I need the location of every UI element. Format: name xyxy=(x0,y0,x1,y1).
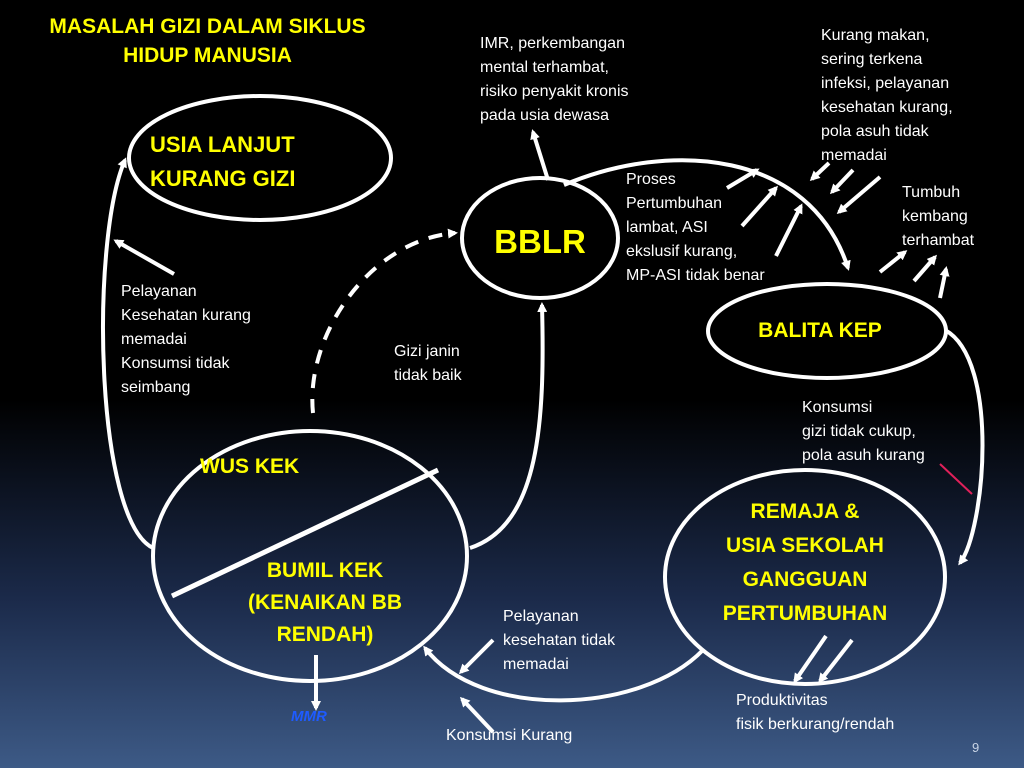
arrow-tumbuh-3 xyxy=(938,266,950,299)
usia-lanjut-ellipse xyxy=(127,94,393,222)
konsumsi-gizi-pointer xyxy=(939,463,973,495)
arc-wus-to-usia xyxy=(101,157,154,550)
page-number: 9 xyxy=(972,740,980,755)
arc-wus-to-bblr-dashed xyxy=(310,228,458,414)
pelayanan-lanjut-label: Pelayanan Kesehatan kurang memadai Konsu… xyxy=(121,283,251,396)
arrow-proses-2 xyxy=(740,185,779,228)
arrow-proses-3 xyxy=(774,203,803,257)
arrow-imr xyxy=(530,129,550,181)
arc-wus-to-bblr xyxy=(469,302,548,550)
wus-bumil-ellipse xyxy=(151,429,469,683)
arc-remaja-to-bumil xyxy=(423,645,705,703)
arrow-pelayanan-remaja xyxy=(458,638,495,675)
arrow-pelayanan-lanjut xyxy=(113,239,175,276)
arrow-kurang-makan-3 xyxy=(836,175,882,214)
pelayanan-remaja-label: Pelayanan kesehatan tidak memadai xyxy=(503,608,616,673)
arrow-konsumsi-kurang xyxy=(459,696,495,734)
arrow-proses-1 xyxy=(725,168,760,190)
tumbuh-label: Tumbuh kembang terhambat xyxy=(902,184,975,249)
arrow-kurang-makan-1 xyxy=(809,161,831,182)
arc-bblr-to-balita xyxy=(563,158,851,271)
arrow-produktivitas-1 xyxy=(793,634,828,684)
bumil-label: BUMIL KEK (KENAIKAN BB RENDAH) xyxy=(248,559,402,646)
wus-bumil-divider xyxy=(170,467,440,599)
konsumsi-gizi-label: Konsumsi gizi tidak cukup, pola asuh kur… xyxy=(802,399,925,464)
wus-label: WUS KEK xyxy=(200,455,300,478)
proses-label: Proses Pertumbuhan lambat, ASI ekslusif … xyxy=(626,171,765,284)
arrow-kurang-makan-2 xyxy=(829,168,855,195)
diagram-title: MASALAH GIZI DALAM SIKLUS HIDUP MANUSIA xyxy=(49,15,366,67)
remaja-label: REMAJA & USIA SEKOLAH GANGGUAN PERTUMBUH… xyxy=(722,500,888,625)
kurang-makan-label: Kurang makan, sering terkena infeksi, pe… xyxy=(821,27,953,164)
arrow-tumbuh-2 xyxy=(912,254,937,283)
arrow-produktivitas-2 xyxy=(818,638,854,684)
balita-label: BALITA KEP xyxy=(758,319,882,342)
arrow-tumbuh-1 xyxy=(878,250,908,274)
bblr-label: BBLR xyxy=(494,223,586,260)
usia-lanjut-label: USIA LANJUT KURANG GIZI xyxy=(150,132,296,191)
produktivitas-label: Produktivitas fisik berkurang/rendah xyxy=(736,692,895,733)
remaja-ellipse xyxy=(663,468,947,686)
gizi-janin-label: Gizi janin tidak baik xyxy=(394,343,462,384)
imr-label: IMR, perkembangan mental terhambat, risi… xyxy=(480,35,629,124)
konsumsi-kurang-label: Konsumsi Kurang xyxy=(446,727,573,744)
mmr-label: MMR xyxy=(291,708,327,725)
bblr-ellipse xyxy=(460,176,620,300)
arc-balita-to-remaja xyxy=(943,328,985,566)
